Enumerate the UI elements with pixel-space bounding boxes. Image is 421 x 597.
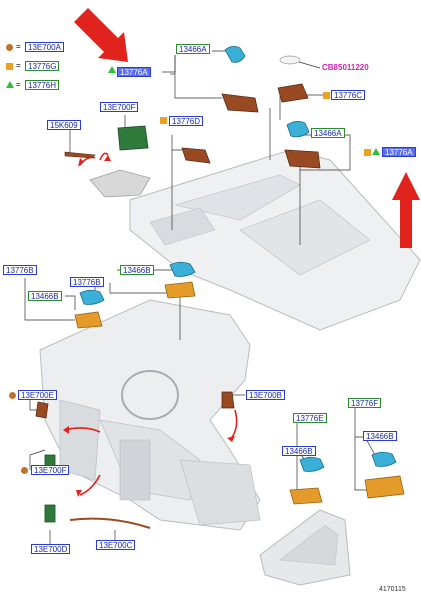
label-13e700c: 13E700C bbox=[96, 540, 136, 550]
label-13e700e: 13E700E bbox=[18, 390, 57, 400]
circle-marker-icon-e bbox=[9, 392, 16, 399]
circle-marker-icon-f bbox=[21, 467, 28, 474]
label-13e700d: 13E700D bbox=[31, 544, 71, 554]
label-13776d: 13776D bbox=[169, 116, 204, 126]
green-module-parts bbox=[44, 125, 149, 523]
label-13776f: 13776F bbox=[348, 398, 382, 408]
label-13e700f-top: 13E700F bbox=[100, 102, 139, 112]
label-13776e: 13776E bbox=[293, 413, 327, 423]
legend-eq-2: = bbox=[16, 61, 21, 70]
legend-code-circle: 13E700A bbox=[25, 42, 64, 52]
label-magenta-ref: CB85011220 bbox=[322, 63, 369, 72]
label-13776c: 13776C bbox=[331, 90, 366, 100]
overhead-console-gray bbox=[89, 169, 151, 198]
label-13466b-d: 13466B bbox=[363, 431, 397, 441]
rear-side-trim bbox=[259, 509, 351, 586]
legend-code-square: 13776G bbox=[25, 61, 60, 71]
bulb-part bbox=[279, 55, 301, 65]
label-13e700b: 13E700B bbox=[246, 390, 285, 400]
label-13776b-a: 13776B bbox=[3, 265, 37, 275]
doc-number: 4170115 bbox=[379, 586, 406, 593]
label-13466b-a: 13466B bbox=[120, 265, 154, 275]
label-right-13466a: 13466A bbox=[311, 128, 345, 138]
label-right-13776a: 13776A bbox=[382, 147, 416, 157]
label-top-13466a: 13466A bbox=[176, 44, 210, 54]
blue-lamp-parts bbox=[79, 46, 397, 472]
brown-housing-parts bbox=[35, 83, 321, 529]
big-red-arrow-left bbox=[74, 8, 128, 62]
legend-eq-1: = bbox=[16, 42, 21, 51]
legend-triangle-icon bbox=[6, 81, 14, 88]
label-13776b-b: 13776B bbox=[70, 277, 104, 287]
legend-circle-icon bbox=[6, 44, 13, 51]
roof-headliner bbox=[129, 149, 421, 331]
triangle-marker-icon bbox=[108, 66, 116, 73]
orange-parts bbox=[74, 281, 405, 505]
label-15k609: 15K609 bbox=[47, 120, 81, 130]
square-marker-icon-right bbox=[364, 149, 371, 156]
square-marker-icon-c bbox=[323, 92, 330, 99]
label-13e700f-lower: 13E700F bbox=[31, 465, 70, 475]
label-13466b-c: 13466B bbox=[282, 446, 316, 456]
triangle-marker-icon-right bbox=[372, 148, 380, 155]
square-marker-icon-d bbox=[160, 117, 167, 124]
big-red-arrow-right bbox=[392, 172, 420, 248]
red-pointer-heads bbox=[63, 155, 235, 497]
legend-code-triangle: 13776H bbox=[25, 80, 60, 90]
label-13466b-b: 13466B bbox=[28, 291, 62, 301]
interior-body bbox=[39, 299, 261, 531]
legend-eq-3: = bbox=[16, 80, 21, 89]
legend-square-icon bbox=[6, 63, 13, 70]
label-top-13776a: 13776A bbox=[117, 67, 151, 77]
